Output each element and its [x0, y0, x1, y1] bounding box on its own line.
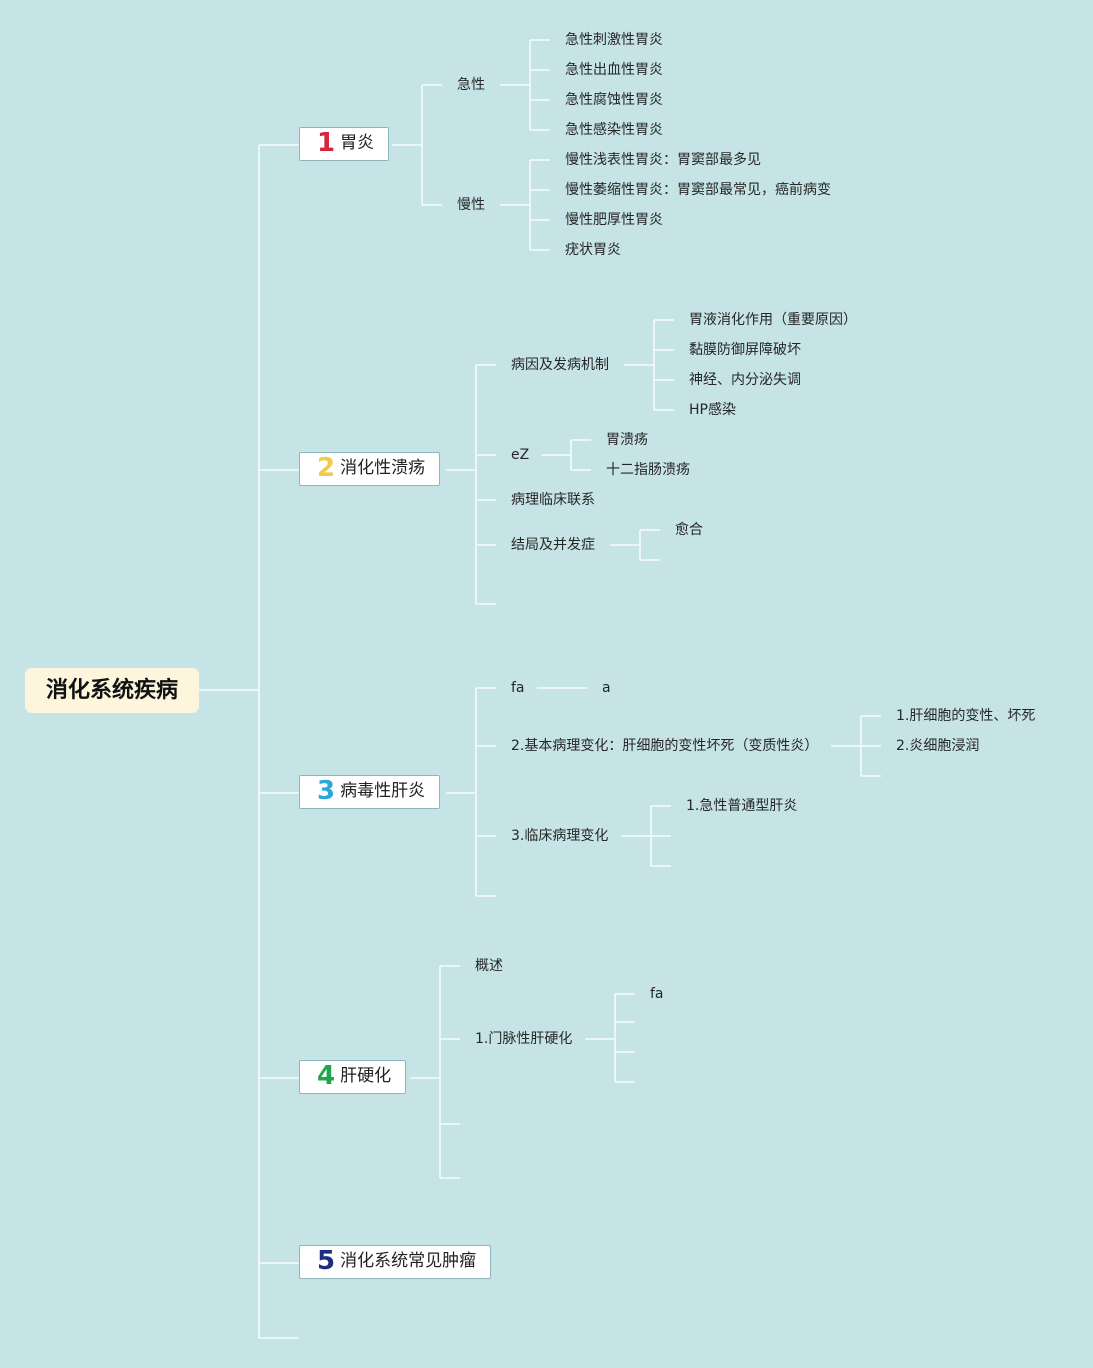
- leaf-chronic-3[interactable]: 慢性肥厚性胃炎: [565, 212, 663, 228]
- leaf-chronic-4[interactable]: 疣状胃炎: [565, 242, 621, 258]
- subtopic-fa[interactable]: fa: [511, 680, 525, 696]
- leaf-chronic-1[interactable]: 慢性浅表性胃炎：胃窦部最多见: [565, 152, 761, 168]
- leaf-cause-2[interactable]: 黏膜防御屏障破坏: [689, 342, 801, 358]
- subtopic-portal-cirrhosis[interactable]: 1.门脉性肝硬化: [475, 1031, 573, 1047]
- subtopic-clinical-pathology[interactable]: 3.临床病理变化: [511, 828, 609, 844]
- subtopic-basic-pathology[interactable]: 2.基本病理变化：肝细胞的变性坏死（变质性炎）: [511, 738, 819, 754]
- topic-number-1: 1: [317, 128, 336, 158]
- subtopic-overview[interactable]: 概述: [475, 958, 503, 974]
- topic-label: 消化性溃疡: [340, 458, 426, 478]
- leaf-basic-1[interactable]: 1.肝细胞的变性、坏死: [896, 708, 1036, 724]
- leaf-clinical-1[interactable]: 1.急性普通型肝炎: [686, 798, 798, 814]
- topic-number-4: 4: [317, 1061, 336, 1091]
- leaf-cause-3[interactable]: 神经、内分泌失调: [689, 372, 801, 388]
- subtopic-acute[interactable]: 急性: [457, 77, 485, 93]
- root-topic[interactable]: 消化系统疾病: [25, 668, 199, 713]
- leaf-acute-4[interactable]: 急性感染性胃炎: [565, 122, 663, 138]
- subtopic-clinical[interactable]: 病理临床联系: [511, 492, 595, 508]
- leaf-portal-1[interactable]: fa: [650, 986, 664, 1002]
- leaf-cause-4[interactable]: HP感染: [689, 402, 736, 418]
- leaf-cause-1[interactable]: 胃液消化作用（重要原因）: [689, 312, 857, 328]
- leaf-acute-3[interactable]: 急性腐蚀性胃炎: [565, 92, 663, 108]
- leaf-outcome-1[interactable]: 愈合: [675, 522, 703, 538]
- topic-number-3: 3: [317, 776, 336, 806]
- leaf-ez-2[interactable]: 十二指肠溃疡: [606, 462, 690, 478]
- topic-number-5: 5: [317, 1246, 336, 1276]
- leaf-acute-2[interactable]: 急性出血性胃炎: [565, 62, 663, 78]
- leaf-fa-child[interactable]: a: [602, 680, 611, 696]
- topic-label: 胃炎: [340, 133, 375, 153]
- subtopic-cause[interactable]: 病因及发病机制: [511, 357, 609, 373]
- topic-label: 病毒性肝炎: [340, 781, 426, 801]
- subtopic-ez[interactable]: eZ: [511, 447, 530, 463]
- leaf-chronic-2[interactable]: 慢性萎缩性胃炎：胃窦部最常见，癌前病变: [565, 182, 831, 198]
- subtopic-outcome[interactable]: 结局及并发症: [511, 537, 595, 553]
- leaf-acute-1[interactable]: 急性刺激性胃炎: [565, 32, 663, 48]
- leaf-ez-1[interactable]: 胃溃疡: [606, 432, 648, 448]
- leaf-basic-2[interactable]: 2.炎细胞浸润: [896, 738, 980, 754]
- subtopic-chronic[interactable]: 慢性: [457, 197, 485, 213]
- topic-number-2: 2: [317, 453, 336, 483]
- topic-label: 消化系统常见肿瘤: [340, 1251, 477, 1271]
- topic-label: 肝硬化: [340, 1066, 392, 1086]
